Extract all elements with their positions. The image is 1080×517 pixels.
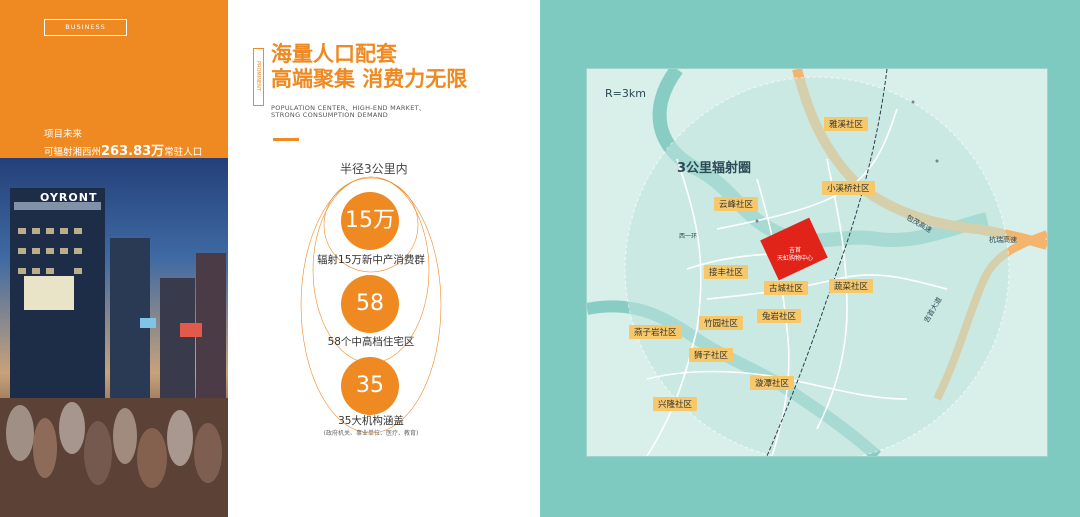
headline: 海量人口配套 高端聚集 消费力无限 bbox=[271, 42, 467, 92]
community-tag: 接丰社区 bbox=[704, 265, 749, 279]
center-label-line2: 天虹购物中心 bbox=[776, 255, 813, 262]
subtitle-line2: STRONG CONSUMPTION DEMAND bbox=[271, 111, 389, 119]
stat-number-2: 58 bbox=[341, 275, 399, 333]
community-tag: 兔岩社区 bbox=[757, 309, 802, 323]
community-tag: 狮子社区 bbox=[689, 348, 734, 362]
center-marker bbox=[760, 217, 828, 281]
community-tag: 蔬菜社区 bbox=[829, 279, 874, 293]
radius-label: 半径3公里内 bbox=[340, 162, 408, 176]
population-number: 263.83万 bbox=[101, 144, 165, 159]
community-tag: 竹园社区 bbox=[699, 316, 744, 330]
community-tag: 雅溪社区 bbox=[824, 117, 869, 131]
orange-header bbox=[0, 0, 228, 158]
community-tag: 古城社区 bbox=[764, 281, 809, 295]
stat-number-3: 35 bbox=[341, 357, 399, 415]
business-badge: BUSINESS bbox=[44, 19, 127, 36]
project-future-text: 项目未来 bbox=[44, 129, 83, 140]
stat-note-3: (政府机关、事业单位、医疗、教育) bbox=[323, 430, 419, 437]
headline-line1: 海量人口配套 bbox=[271, 42, 397, 66]
center-label-line1: 吉首 bbox=[788, 247, 801, 254]
orange-divider bbox=[273, 138, 299, 141]
community-tag: 兴隆社区 bbox=[653, 397, 698, 411]
stat-label-2: 58个中高档住宅区 bbox=[327, 336, 415, 348]
stat-label-1: 辐射15万新中产消费群 bbox=[317, 254, 425, 266]
road-label: 西一环 bbox=[679, 233, 698, 240]
center-label: 吉首 天虹购物中心 bbox=[771, 247, 819, 263]
left-panel: BUSINESS 项目未来 可辐射湘西州263.83万常驻人口 bbox=[0, 0, 228, 517]
population-suffix: 常驻人口 bbox=[164, 147, 203, 158]
subtitle-line1: POPULATION CENTER、HIGH-END MARKET、 bbox=[271, 104, 426, 112]
stat-label-3: 35大机构涵盖 bbox=[338, 415, 404, 427]
population-text: 可辐射湘西州263.83万常驻人口 bbox=[44, 140, 202, 159]
map-frame: R=3km 3公里辐射圈 吉首 天虹购物中心 雅溪社区 小溪桥社区 云峰社区 接… bbox=[586, 68, 1048, 457]
building-sign: OYRONT bbox=[40, 191, 98, 204]
vertical-tag-box bbox=[253, 48, 264, 106]
city-street-photo: OYRONT bbox=[0, 158, 228, 517]
vertical-tag: PROMINENT bbox=[255, 61, 261, 91]
stat-number-1: 15万 bbox=[341, 192, 399, 250]
population-prefix: 可辐射湘西州 bbox=[44, 147, 102, 158]
community-tag: 燕子岩社区 bbox=[629, 325, 682, 339]
community-tag: 漩潭社区 bbox=[750, 376, 795, 390]
community-tag: 小溪桥社区 bbox=[822, 181, 875, 195]
radius-text: R=3km bbox=[605, 87, 646, 100]
community-tag: 云峰社区 bbox=[714, 197, 759, 211]
circle-label: 3公里辐射圈 bbox=[677, 161, 752, 176]
city-scene-illustration bbox=[0, 188, 228, 517]
highway-label: 杭瑞高速 bbox=[989, 236, 1017, 244]
headline-line2: 高端聚集 消费力无限 bbox=[271, 67, 468, 91]
